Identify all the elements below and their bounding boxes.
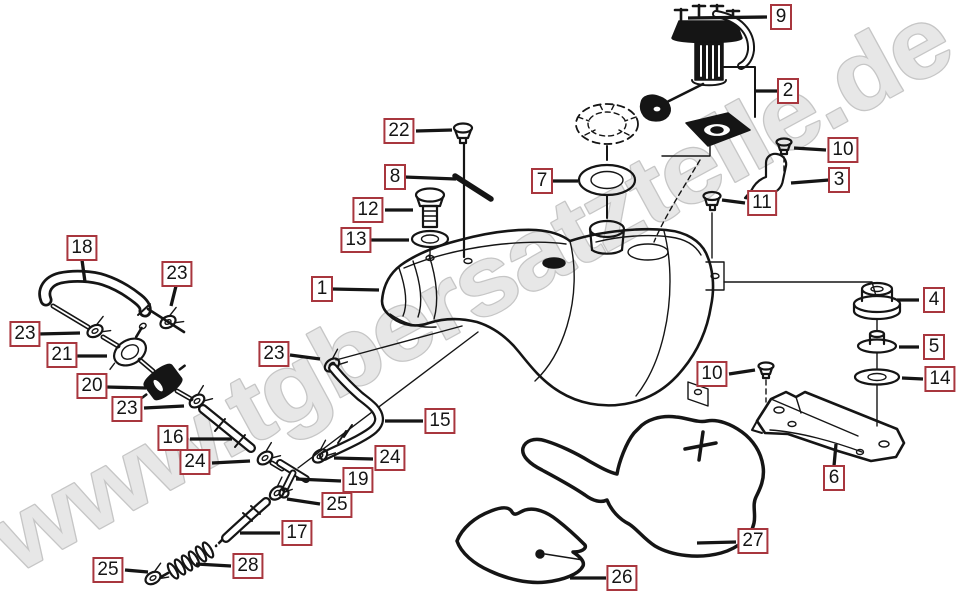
part-label-23[interactable]: 23 [258, 341, 290, 367]
part-label-19[interactable]: 19 [342, 467, 374, 493]
leader-line-19 [295, 477, 342, 483]
mount-bracket-6-drawing [751, 390, 906, 463]
leader-line-27 [696, 540, 737, 545]
clamp-25-a [268, 476, 293, 501]
hose-15-drawing [319, 363, 384, 461]
fuel-pump-assembly-drawing [639, 3, 756, 243]
part-label-25[interactable]: 25 [321, 492, 353, 518]
part-label-4[interactable]: 4 [923, 287, 945, 313]
washer-14-drawing [853, 368, 901, 427]
leader-line-25 [124, 568, 149, 574]
leader-line-18 [80, 259, 87, 283]
part-label-14[interactable]: 14 [924, 366, 956, 392]
leader-line-23 [169, 285, 178, 307]
part-label-22[interactable]: 22 [383, 118, 415, 144]
part-label-21[interactable]: 21 [46, 342, 78, 368]
part-label-27[interactable]: 27 [737, 528, 769, 554]
hose-16-drawing [198, 404, 256, 453]
part-label-15[interactable]: 15 [424, 408, 456, 434]
leader-line-24 [211, 459, 251, 465]
part-label-24[interactable]: 24 [179, 449, 211, 475]
part-label-9[interactable]: 9 [770, 4, 792, 30]
nut-5-drawing [856, 329, 898, 369]
leader-line-14 [901, 376, 924, 381]
part-label-13[interactable]: 13 [340, 227, 372, 253]
part-label-2[interactable]: 2 [777, 78, 799, 104]
leader-line-23 [37, 331, 81, 336]
leader-line-25 [286, 497, 321, 506]
leader-line-24 [333, 456, 374, 461]
part-label-6[interactable]: 6 [823, 465, 845, 491]
part-label-8[interactable]: 8 [384, 164, 406, 190]
part-label-25[interactable]: 25 [92, 557, 124, 583]
part-label-17[interactable]: 17 [281, 520, 313, 546]
part-label-26[interactable]: 26 [606, 565, 638, 591]
leader-line-22 [415, 128, 453, 133]
heat-shield-27-drawing [521, 414, 766, 558]
level-rod-8-drawing [452, 141, 494, 259]
tee-19-drawing [276, 459, 310, 499]
part-label-23[interactable]: 23 [161, 261, 193, 287]
filler-gasket-drawing [577, 163, 637, 219]
clamp-24-a [256, 441, 282, 466]
valve-21-drawing [109, 322, 147, 371]
leader-line-9 [687, 15, 768, 20]
rubber-mount-4-drawing [723, 281, 902, 332]
part-label-28[interactable]: 28 [232, 553, 264, 579]
part-label-7[interactable]: 7 [531, 168, 553, 194]
part-label-5[interactable]: 5 [923, 334, 945, 360]
leader-line-11 [721, 198, 746, 205]
part-label-10[interactable]: 10 [827, 137, 859, 163]
leader-line-20 [105, 385, 147, 390]
leader-line-1 [331, 287, 380, 292]
fuel-line-segments-drawing [50, 303, 285, 472]
leader-line-23 [289, 353, 321, 361]
bolt-11-drawing [702, 190, 722, 259]
heat-shield-26-drawing [455, 506, 588, 585]
leader-line-23 [143, 404, 185, 410]
part-label-12[interactable]: 12 [352, 197, 384, 223]
clamp-25-b [144, 562, 170, 586]
leader-line-10 [728, 368, 756, 376]
spring-28-drawing [159, 537, 224, 580]
leader-line-28 [195, 562, 232, 568]
clamp-23-a [159, 306, 185, 330]
leader-line-3 [790, 178, 830, 185]
leader-line-8 [403, 175, 457, 181]
leader-line-6 [832, 443, 838, 467]
hose-17-drawing [221, 497, 271, 543]
part-label-23[interactable]: 23 [9, 321, 41, 347]
part-label-18[interactable]: 18 [66, 235, 98, 261]
part-label-24[interactable]: 24 [374, 445, 406, 471]
part-label-3[interactable]: 3 [828, 167, 850, 193]
leader-line-10 [793, 146, 827, 152]
washer-13-drawing [410, 229, 450, 260]
fuel-cap-drawing [575, 103, 639, 161]
part-label-10[interactable]: 10 [696, 361, 728, 387]
bolt-12-drawing [414, 187, 446, 229]
clamp-23-b [86, 315, 112, 339]
clamp-24-b [311, 439, 337, 464]
part-label-1[interactable]: 1 [311, 276, 333, 302]
bolt-10-bottom-drawing [757, 361, 775, 403]
part-label-23[interactable]: 23 [111, 396, 143, 422]
part-label-11[interactable]: 11 [747, 190, 777, 216]
part-label-16[interactable]: 16 [157, 425, 189, 451]
part-label-20[interactable]: 20 [76, 373, 108, 399]
